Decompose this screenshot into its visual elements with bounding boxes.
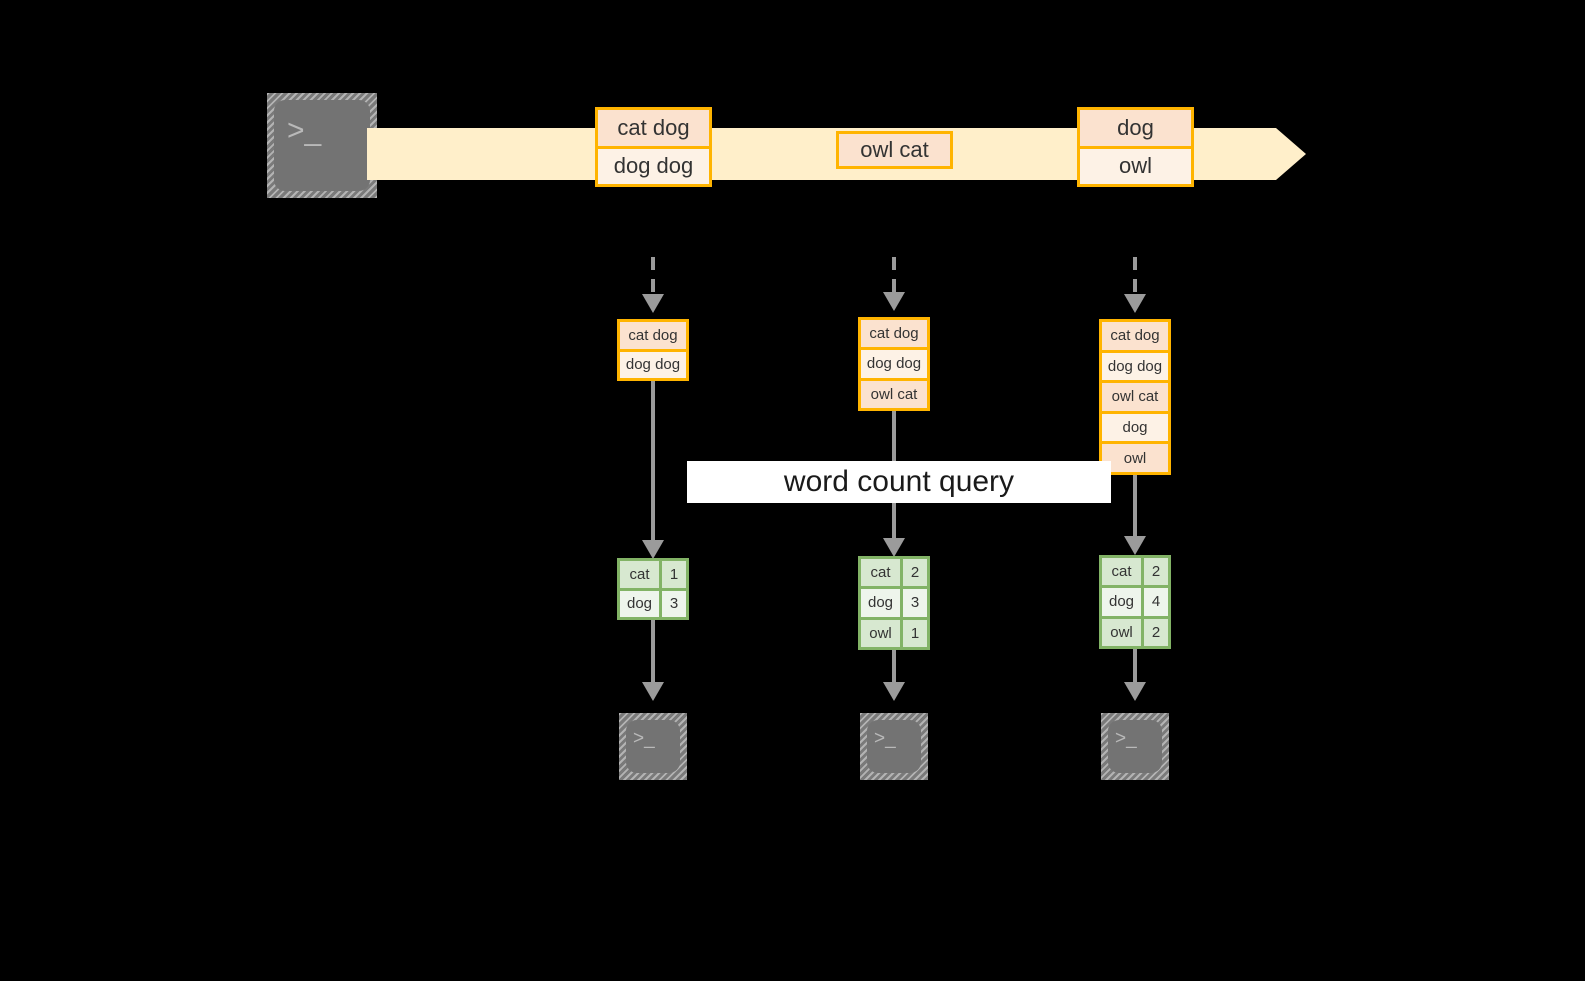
table-row: dog 3 [620, 590, 686, 617]
trigger-2-result-table: cat 2 dog 3 owl 1 [858, 556, 930, 650]
trigger-3-result-count-1: 2 [1144, 558, 1168, 586]
trigger-3-sink-arrowhead [1124, 682, 1146, 701]
trigger-2-query-arrowhead [883, 538, 905, 557]
trigger-2-dashed-arrowhead [883, 292, 905, 311]
trigger-3-dashed-connector [1133, 257, 1137, 300]
trigger-1-sink-terminal-icon: >_ [619, 713, 687, 780]
trigger-1-result-count-1: 1 [662, 561, 686, 588]
input-stream-arrow-head [1276, 128, 1306, 180]
table-row: owl 1 [861, 619, 927, 647]
word-count-query-label: word count query [687, 461, 1111, 503]
stream-batch-1: cat dog dog dog [595, 107, 712, 187]
table-row: owl 2 [1102, 618, 1168, 646]
trigger-1-dashed-arrowhead [642, 294, 664, 313]
stream-batch-3-line-1: dog [1080, 110, 1191, 149]
trigger-1-dashed-connector [651, 257, 655, 300]
trigger-1-result-table: cat 1 dog 3 [617, 558, 689, 620]
trigger-1-query-arrowhead [642, 540, 664, 559]
trigger-1-result-word-1: cat [620, 561, 662, 588]
stream-batch-2-line-1: owl cat [839, 134, 950, 166]
trigger-3-input-table: cat dog dog dog owl cat dog owl [1099, 319, 1171, 475]
trigger-3-query-arrowhead [1124, 536, 1146, 555]
trigger-2-input-line-2: dog dog [861, 350, 927, 381]
stream-batch-1-line-1: cat dog [598, 110, 709, 149]
trigger-3-input-line-5: owl [1102, 444, 1168, 472]
word-count-query-label-text: word count query [783, 465, 1015, 498]
trigger-1-input-line-1: cat dog [620, 322, 686, 352]
terminal-prompt-label: >_ [874, 728, 896, 749]
trigger-2-result-word-2: dog [861, 589, 903, 617]
stream-batch-3: dog owl [1077, 107, 1194, 187]
table-row: cat 2 [1102, 558, 1168, 589]
terminal-screen: >_ [867, 720, 921, 773]
terminal-screen: >_ [1108, 720, 1162, 773]
trigger-3-result-word-1: cat [1102, 558, 1144, 586]
terminal-screen: >_ [274, 100, 370, 191]
trigger-3-dashed-arrowhead [1124, 294, 1146, 313]
trigger-3-sink-connector [1133, 649, 1137, 688]
trigger-2-result-word-1: cat [861, 559, 903, 587]
trigger-2-input-line-1: cat dog [861, 320, 927, 351]
trigger-3-result-word-3: owl [1102, 618, 1144, 646]
trigger-2-sink-terminal-icon: >_ [860, 713, 928, 780]
table-row: dog 3 [861, 589, 927, 620]
trigger-2-dashed-connector [892, 257, 896, 298]
terminal-prompt-label: >_ [287, 114, 322, 147]
terminal-screen: >_ [626, 720, 680, 773]
trigger-2-result-count-3: 1 [903, 619, 927, 647]
table-row: cat 2 [861, 559, 927, 590]
stream-batch-2: owl cat [836, 131, 953, 169]
trigger-3-sink-terminal-icon: >_ [1101, 713, 1169, 780]
trigger-3-input-line-2: dog dog [1102, 352, 1168, 384]
terminal-prompt-label: >_ [1115, 728, 1137, 749]
stream-batch-1-line-2: dog dog [598, 148, 709, 184]
trigger-2-sink-arrowhead [883, 682, 905, 701]
trigger-1-sink-arrowhead [642, 682, 664, 701]
trigger-3-result-word-2: dog [1102, 588, 1144, 616]
trigger-1-input-line-2: dog dog [620, 351, 686, 378]
trigger-2-sink-connector [892, 650, 896, 688]
trigger-1-query-connector [651, 381, 655, 548]
trigger-2-input-table: cat dog dog dog owl cat [858, 317, 930, 411]
trigger-3-input-line-1: cat dog [1102, 322, 1168, 353]
trigger-1-input-table: cat dog dog dog [617, 319, 689, 381]
trigger-3-result-table: cat 2 dog 4 owl 2 [1099, 555, 1171, 649]
table-row: cat 1 [620, 561, 686, 591]
trigger-2-result-count-1: 2 [903, 559, 927, 587]
trigger-2-result-count-2: 3 [903, 589, 927, 617]
trigger-2-result-word-3: owl [861, 619, 903, 647]
trigger-3-result-count-2: 4 [1144, 588, 1168, 616]
trigger-3-query-connector [1133, 475, 1137, 543]
table-row: dog 4 [1102, 588, 1168, 619]
trigger-3-input-line-3: owl cat [1102, 383, 1168, 414]
terminal-prompt-label: >_ [633, 728, 655, 749]
trigger-3-input-line-4: dog [1102, 413, 1168, 445]
trigger-1-result-count-2: 3 [662, 590, 686, 617]
trigger-3-result-count-3: 2 [1144, 618, 1168, 646]
source-terminal-icon: >_ [267, 93, 377, 198]
trigger-1-sink-connector [651, 620, 655, 688]
trigger-2-input-line-3: owl cat [861, 380, 927, 408]
trigger-1-result-word-2: dog [620, 590, 662, 617]
stream-batch-3-line-2: owl [1080, 148, 1191, 184]
